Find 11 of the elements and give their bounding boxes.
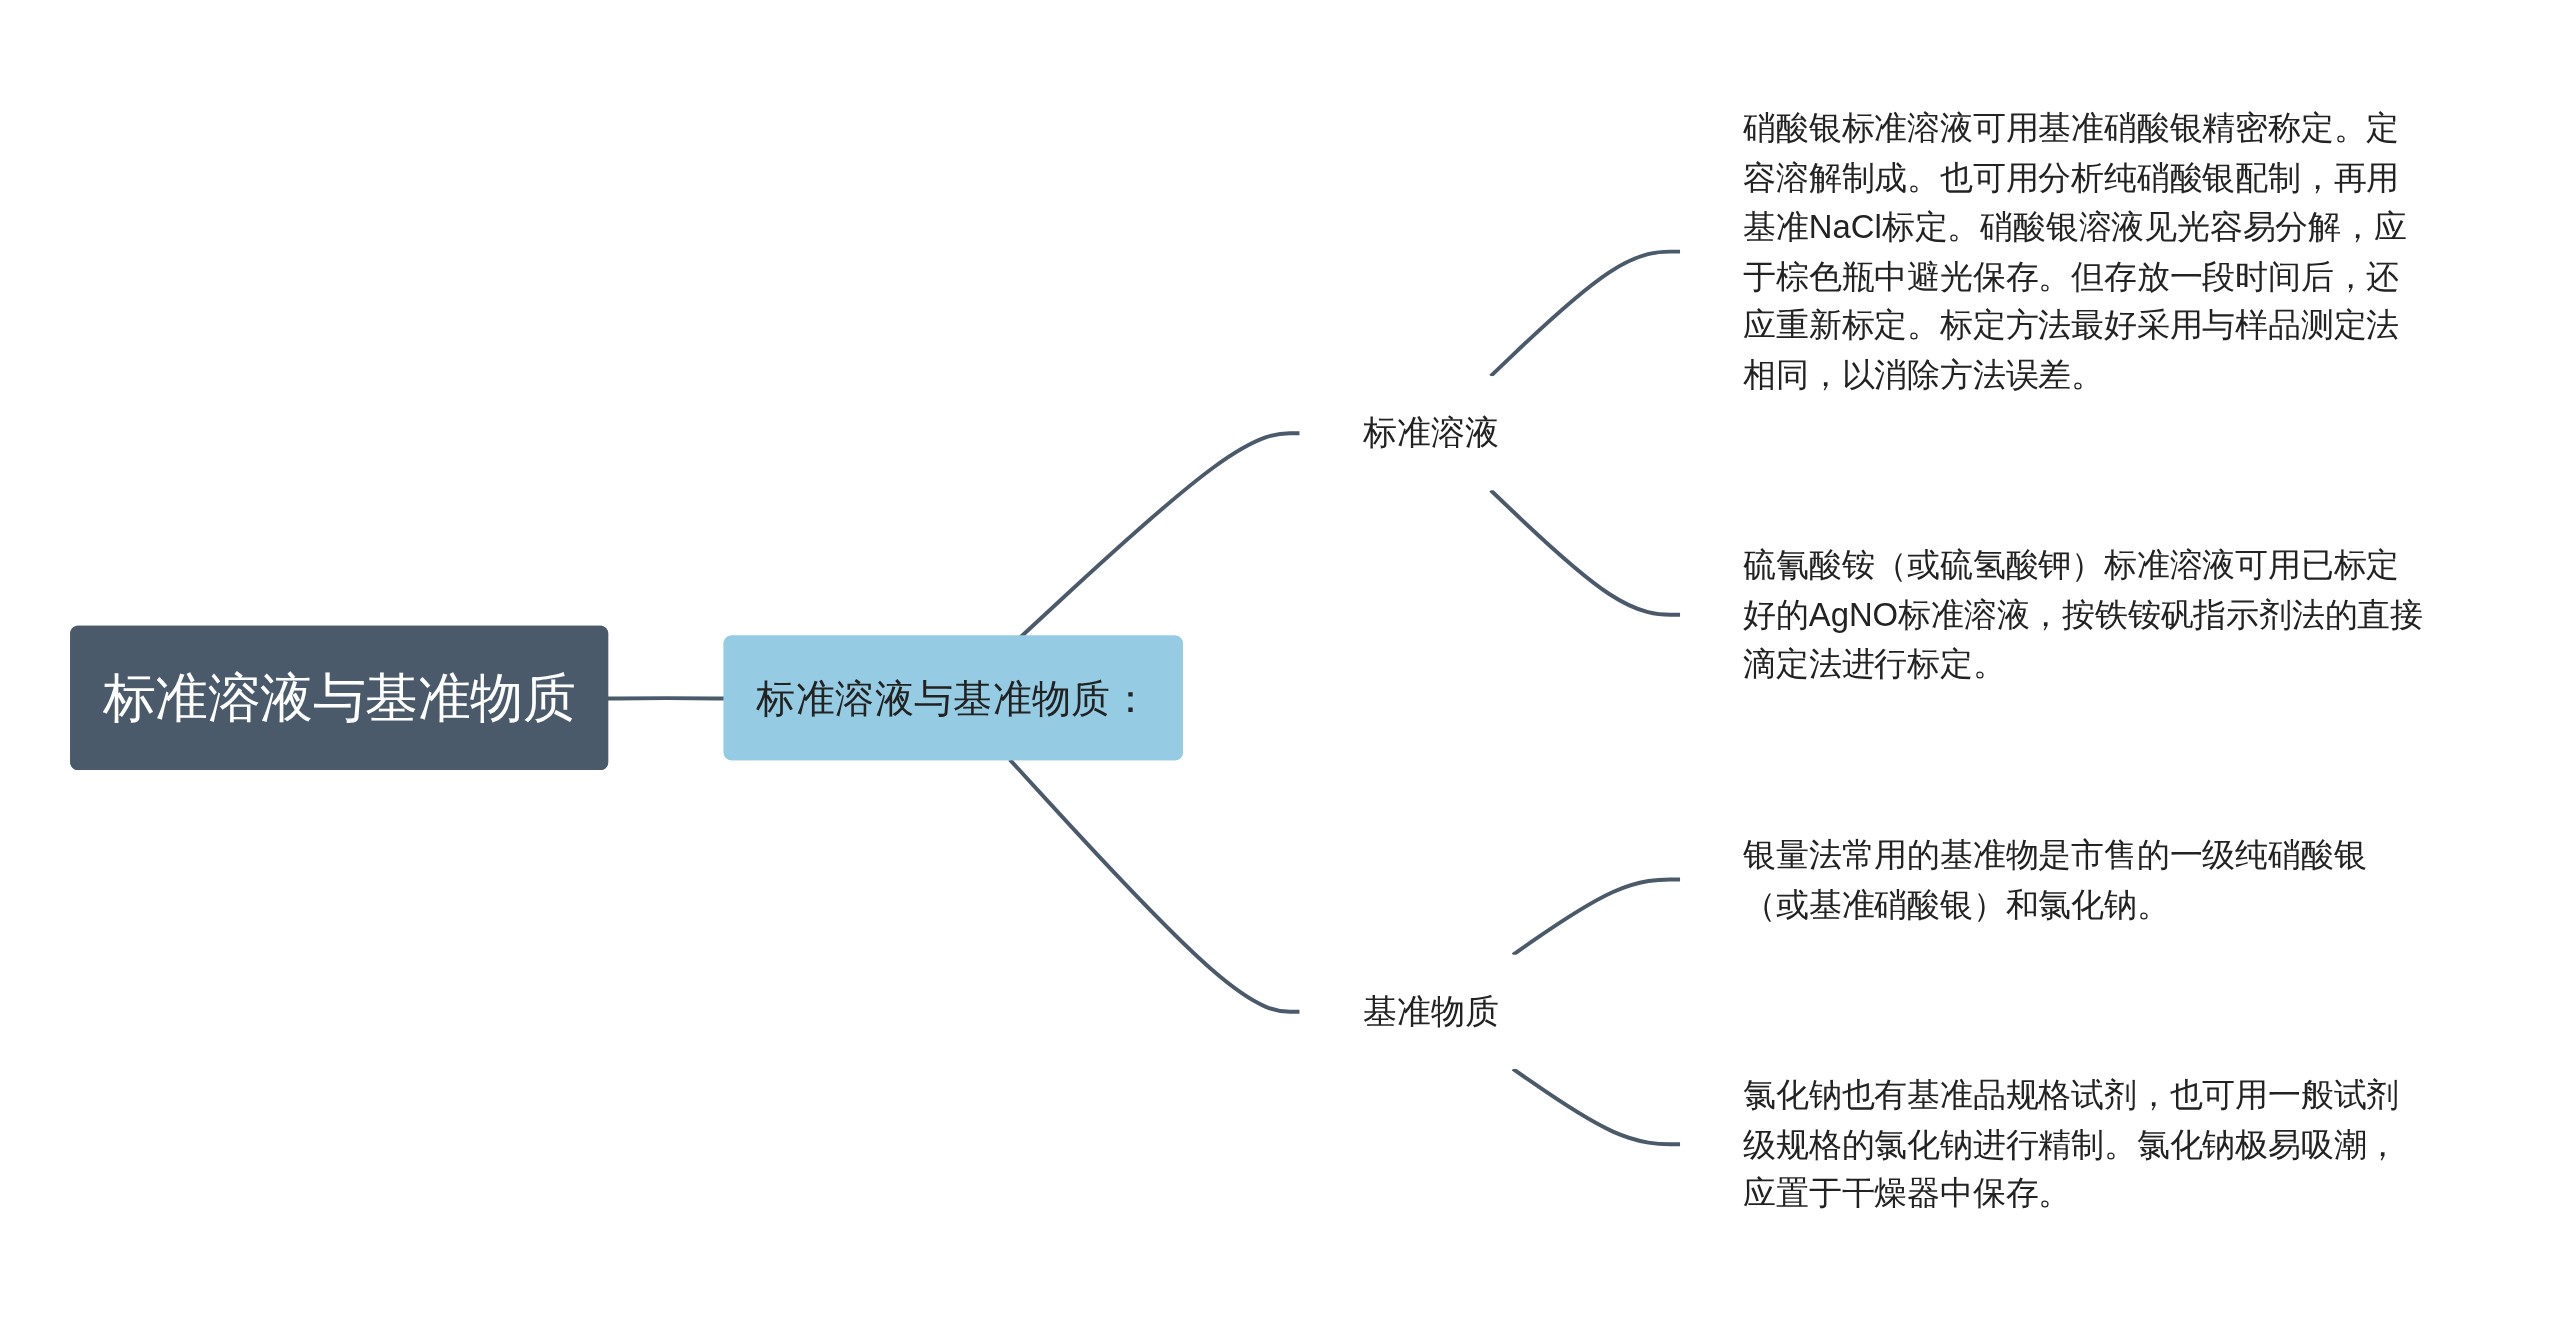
node-text: 标准溶液 <box>1362 412 1500 453</box>
connector <box>1489 249 1681 378</box>
connector <box>1511 877 1681 957</box>
connector <box>1008 758 1300 1014</box>
node-text: 氯化钠也有基准品规格试剂，也可用一般试剂级规格的氯化钠进行精制。氯化钠极易吸潮，应置于干燥器中保存。 <box>1743 1075 2400 1211</box>
connector <box>1489 488 1681 617</box>
node-text: 基准物质 <box>1362 991 1500 1031</box>
node-text: 银量法常用的基准物是市售的一级纯硝酸银（或基准硝酸银）和氯化钠。 <box>1743 835 2367 922</box>
node-text: 硝酸银标准溶液可用基准硝酸银精密称定。定容溶解制成。也可用分析纯硝酸银配制，再用基准NaCl标定。硝酸银溶液见光容易分解，应于棕色瓶中避光保存。但存放一段时间后，还应重新标定。标定方法最好采用与样品测定法相同，以消除方法误差。 <box>1743 109 2407 393</box>
node-text: 硫氰酸铵（或硫氢酸钾）标准溶液可用已标定好的AgNO标准溶液，按铁铵矾指示剂法的直接滴定法进行标定。 <box>1743 546 2424 682</box>
connector <box>1511 1067 1681 1147</box>
